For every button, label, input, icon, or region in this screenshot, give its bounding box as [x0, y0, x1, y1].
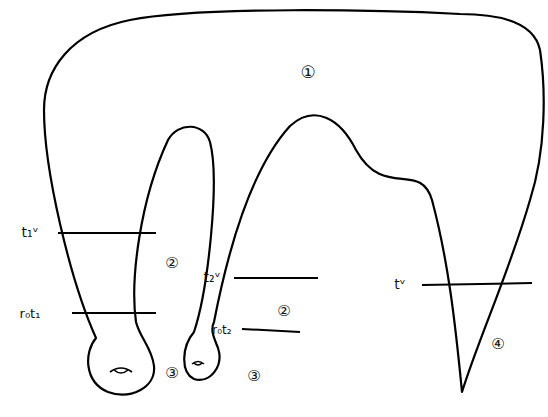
cut-line — [58, 232, 156, 234]
region-number: ③ — [164, 365, 179, 382]
surface-outline — [44, 10, 544, 394]
cut-label: tᵛ — [393, 276, 406, 292]
region-number: ③ — [246, 368, 261, 385]
cut-label: r₀t₂ — [211, 323, 232, 337]
cut-line — [242, 329, 300, 332]
region-number: ② — [164, 255, 179, 272]
cut-line — [234, 277, 318, 279]
cut-label: r₀t₁ — [19, 306, 42, 321]
region-number: ② — [276, 303, 291, 320]
region-number: ④ — [490, 336, 505, 353]
genus-handle — [110, 368, 132, 373]
cut-label: t₂ᵛ — [203, 269, 222, 285]
cut-label: t₁ᵛ — [21, 224, 40, 240]
cut-line — [422, 283, 532, 285]
cut-line — [72, 312, 156, 314]
region-number: ① — [299, 63, 316, 82]
genus-handle — [192, 362, 204, 366]
